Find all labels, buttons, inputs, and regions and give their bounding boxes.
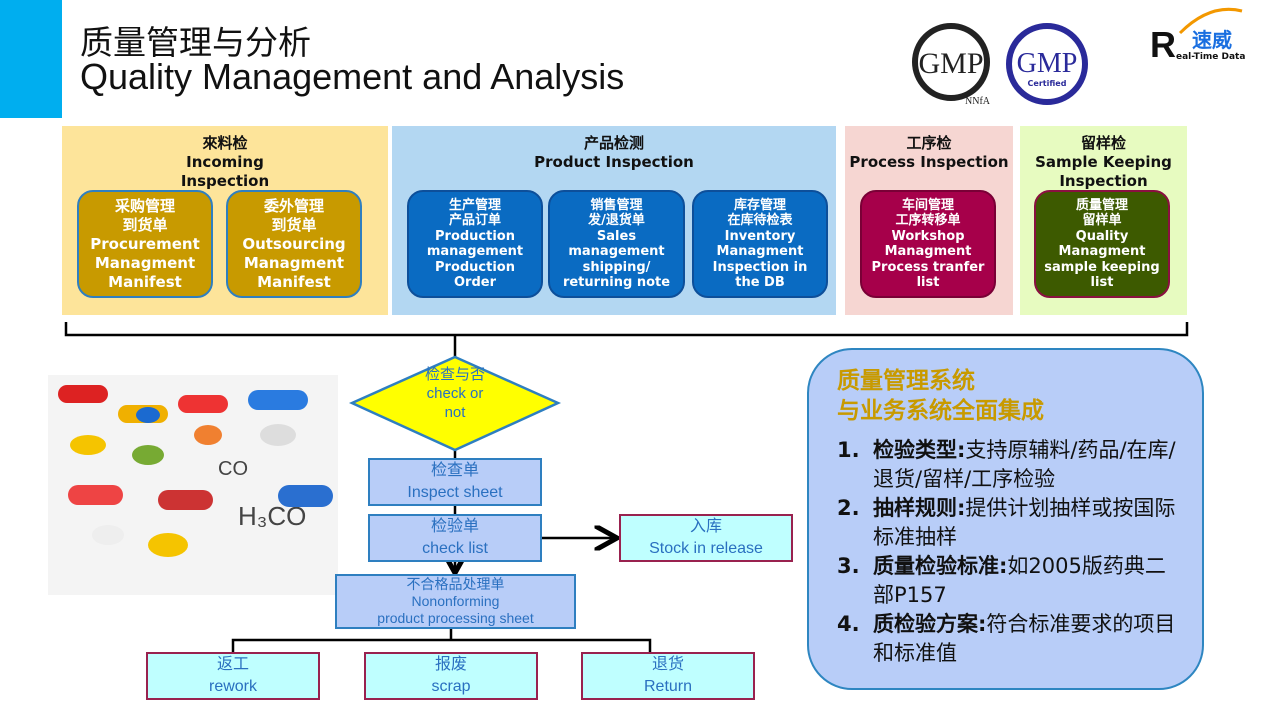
item-label: 质量检验标准:: [873, 554, 1008, 578]
summary-panel: 质量管理系统 与业务系统全面集成 1. 检验类型:支持原辅料/药品/在库/退货/留…: [807, 348, 1204, 690]
svg-text:R: R: [1150, 24, 1176, 63]
summary-item: 4. 质检验方案:符合标准要求的项目和标准值: [837, 610, 1202, 668]
brand-logo: R 速威 eal-Time Data: [1150, 7, 1245, 63]
panel-title: 留样检 Sample Keeping Inspection: [1035, 134, 1172, 190]
gmp-logos: GMP NNfA GMP Certified: [912, 23, 1088, 107]
gmp-logo-black: GMP NNfA: [912, 23, 991, 107]
item-number: 4.: [837, 612, 860, 636]
item-number: 3.: [837, 554, 860, 578]
item-label: 质检验方案:: [873, 612, 987, 636]
flow-connectors: [64, 322, 1189, 652]
svg-text:Certified: Certified: [1028, 79, 1067, 88]
accent-bar: [0, 0, 62, 118]
procurement-box[interactable]: 采购管理 到货单 Procurement Managment Manifest: [77, 190, 213, 298]
item-number: 2.: [837, 496, 860, 520]
panel-title: 产品检测 Product Inspection: [534, 134, 694, 171]
check-list-box[interactable]: 检验单 check list: [368, 514, 542, 562]
decision-diamond: [348, 355, 562, 452]
rework-box[interactable]: 返工 rework: [146, 652, 320, 700]
decision-label: 检查与否 check or not: [424, 366, 485, 421]
item-text: 支持原辅料/药品/在库/退货/留样/工序检验: [873, 438, 1176, 491]
title-en: Quality Management and Analysis: [80, 56, 625, 97]
panel-title: 來料检 Incoming Inspection: [180, 134, 270, 190]
sales-box[interactable]: 销售管理 发/退货单 Sales management shipping/ re…: [548, 190, 685, 298]
brace-line: [64, 322, 1189, 337]
gmp-logo-certified: GMP Certified: [1006, 23, 1088, 105]
svg-text:NNfA: NNfA: [965, 96, 991, 107]
item-text: 如2005版药典二部P157: [873, 554, 1166, 607]
return-box[interactable]: 退货 Return: [581, 652, 755, 700]
item-label: 抽样规则:: [873, 496, 966, 520]
outsourcing-box[interactable]: 委外管理 到货单 Outsourcing Managment Manifest: [226, 190, 362, 298]
title-cn: 质量管理与分析: [80, 23, 311, 62]
workshop-box[interactable]: 车间管理 工序转移单 Workshop Managment Process tr…: [860, 190, 996, 298]
sample-box[interactable]: 质量管理 留样单 Quality Managment sample keepin…: [1034, 190, 1170, 298]
inventory-box[interactable]: 库存管理 在库待检表 Inventory Managment Inspectio…: [692, 190, 828, 298]
svg-text:速威: 速威: [1192, 28, 1232, 52]
summary-heading-1: 质量管理系统: [837, 368, 975, 394]
summary-item: 1. 检验类型:支持原辅料/药品/在库/退货/留样/工序检验: [837, 436, 1202, 494]
nonconforming-box[interactable]: 不合格品处理单 Nononforming product processing …: [335, 574, 576, 629]
svg-text:GMP: GMP: [1017, 48, 1078, 79]
stock-in-release-box[interactable]: 入库 Stock in release: [619, 514, 793, 562]
panel-title: 工序检 Process Inspection: [849, 134, 1009, 171]
item-text: 提供计划抽样或按国际标准抽样: [873, 496, 1176, 549]
summary-item: 3. 质量检验标准:如2005版药典二部P157: [837, 552, 1202, 610]
svg-text:eal-Time Data: eal-Time Data: [1176, 52, 1245, 62]
summary-item: 2. 抽样规则:提供计划抽样或按国际标准抽样: [837, 494, 1202, 552]
summary-heading-2: 与业务系统全面集成: [837, 398, 1044, 424]
production-box[interactable]: 生产管理 产品订单 Production management Producti…: [407, 190, 543, 298]
item-text: 符合标准要求的项目和标准值: [873, 612, 1176, 665]
scrap-box[interactable]: 报废 scrap: [364, 652, 538, 700]
item-label: 检验类型:: [873, 438, 966, 462]
svg-text:CO: CO: [218, 458, 248, 480]
item-number: 1.: [837, 438, 860, 462]
inspect-sheet-box[interactable]: 检查单 Inspect sheet: [368, 458, 542, 506]
svg-text:GMP: GMP: [918, 47, 983, 80]
